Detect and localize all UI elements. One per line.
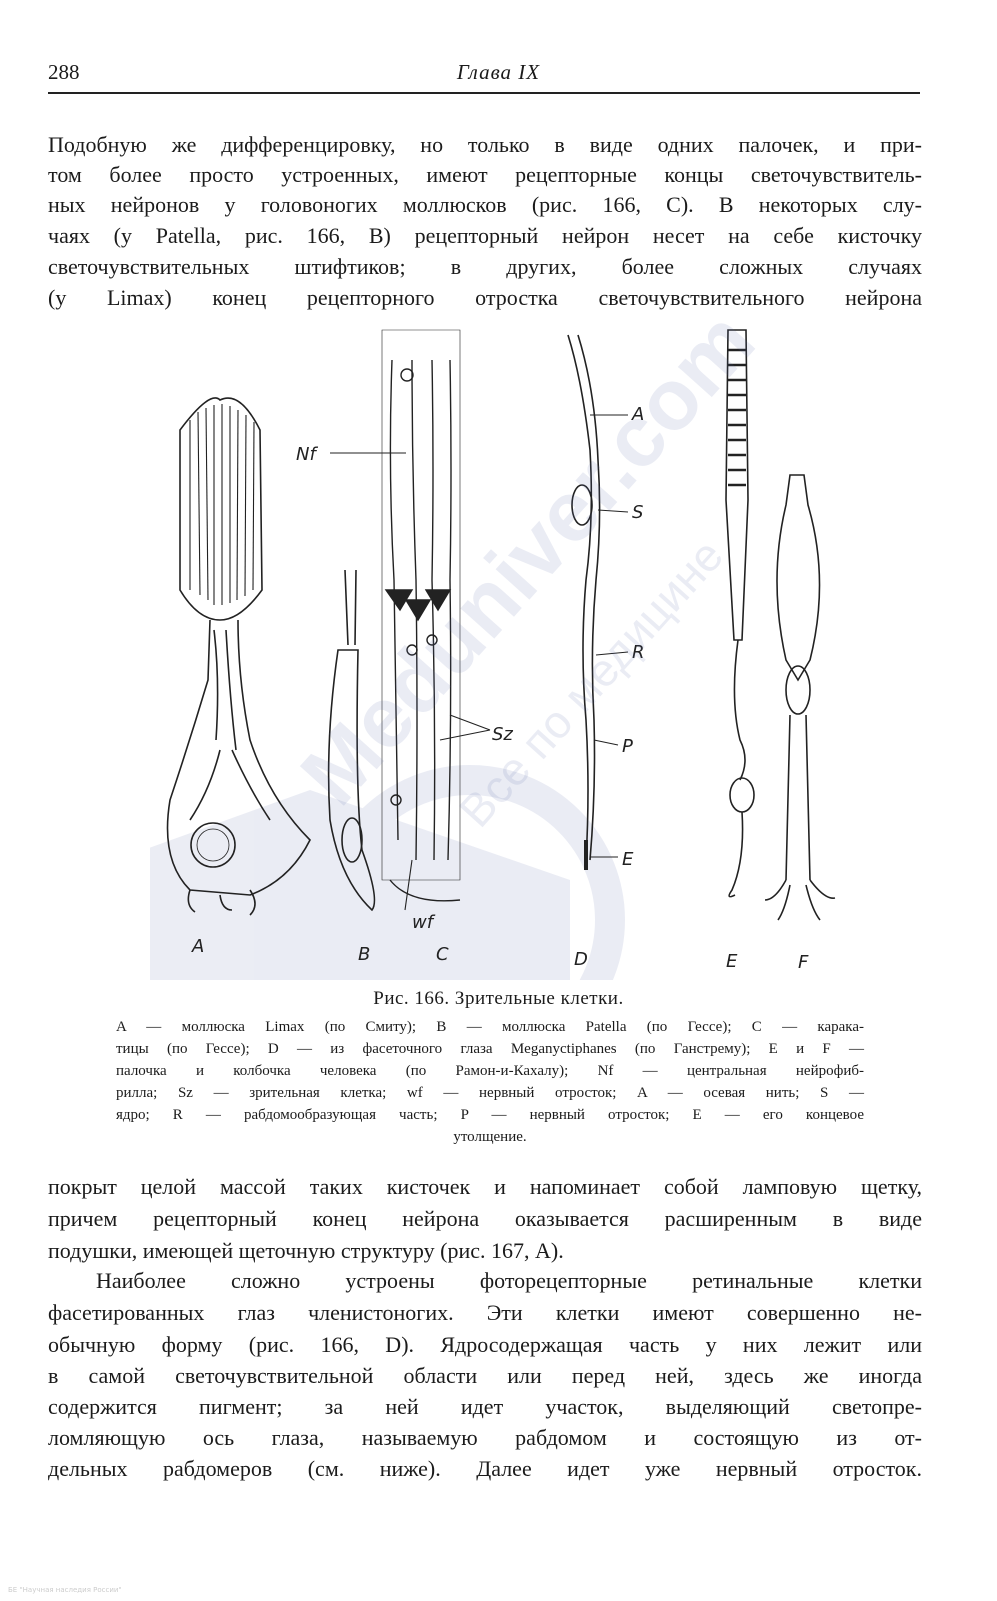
figure-illustration: A B C D E F Nf Sz wf A S R P E <box>60 329 836 1075</box>
text-line: Подобную же дифференцировку, но только в… <box>48 132 922 157</box>
cell-b <box>327 569 376 912</box>
running-title: Глава IX <box>456 60 541 84</box>
label-nucleus: S <box>632 502 643 523</box>
text-line: причем рецепторный конец нейрона оказыва… <box>48 1206 922 1231</box>
label-panel-e: E <box>726 951 738 972</box>
text-line: чаях (у Patella, рис. 166, B) рецепторны… <box>48 223 922 248</box>
text-line: ных нейронов у головоногих моллюсков (ри… <box>48 192 922 217</box>
caption-line: тицы (по Гессе); D — из фасеточного глаз… <box>116 1041 864 1057</box>
cell-d <box>567 334 629 870</box>
text-line: обычную форму (рис. 166, D). Ядросодержа… <box>48 1332 922 1357</box>
figure-caption-title: Рис. 166. Зрительные клетки. <box>373 988 624 1009</box>
text-line: подушки, имеющей щеточную структуру (рис… <box>48 1238 564 1263</box>
text-line: том более просто устроенных, имеют рецеп… <box>48 162 922 187</box>
text-line: дельных рабдомеров (см. ниже). Далее иде… <box>48 1456 922 1481</box>
cell-e <box>725 329 755 898</box>
page-number: 288 <box>48 60 80 84</box>
caption-line: рилла; Sz — зрительная клетка; wf — нерв… <box>116 1085 864 1101</box>
text-line: содержится пигмент; за ней идет участок,… <box>48 1394 922 1419</box>
text-line: светочувствительных штифтиков; в других,… <box>48 254 922 279</box>
label-panel-d: D <box>574 949 588 970</box>
label-panel-a: A <box>191 936 204 957</box>
caption-line: ядро; R — рабдомообразующая часть; P — н… <box>116 1107 864 1123</box>
figure-166: A B C D E F Nf Sz wf A S R P E <box>60 320 920 1075</box>
cell-c <box>330 329 491 911</box>
text-line: (у Limax) конец рецепторного отростка св… <box>48 285 922 310</box>
caption-line: утолщение. <box>453 1129 527 1145</box>
label-wf: wf <box>412 912 436 933</box>
label-nerve-process: P <box>622 736 633 757</box>
label-sz: Sz <box>492 724 513 745</box>
caption-line: палочка и колбочка человека (по Рамон-и-… <box>116 1063 864 1079</box>
label-axial-thread: A <box>631 404 644 425</box>
cell-a <box>166 397 311 916</box>
text-line: покрыт целой массой таких кисточек и нап… <box>48 1174 922 1199</box>
label-nf: Nf <box>296 444 318 465</box>
label-panel-f: F <box>798 952 809 973</box>
text-line: фасетированных глаз членистоногих. Эти к… <box>48 1300 922 1325</box>
footer-watermark: БЕ "Научная наследия России" <box>8 1586 122 1594</box>
label-panel-b: B <box>358 944 370 965</box>
header-rule <box>48 92 920 94</box>
label-panel-c: C <box>436 944 449 965</box>
caption-line: A — моллюска Limax (по Смиту); B — моллю… <box>116 1019 864 1035</box>
text-line: ломляющую ось глаза, называемую рабдомом… <box>48 1425 922 1450</box>
label-rhabdom-part: R <box>632 642 645 663</box>
cell-f <box>764 474 836 921</box>
watermark-shield <box>60 765 625 1075</box>
label-end-thickening: E <box>622 849 634 870</box>
text-line: Наиболее сложно устроены фоторецепторные… <box>96 1268 922 1293</box>
text-line: в самой светочувствительной области или … <box>48 1363 922 1388</box>
